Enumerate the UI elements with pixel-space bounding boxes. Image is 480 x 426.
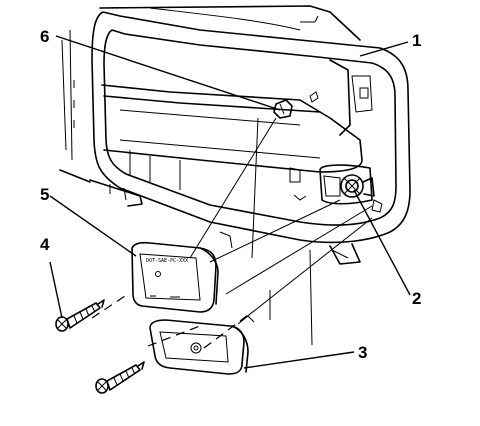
screw-lower (95, 361, 145, 394)
assembly-leaders (189, 117, 373, 346)
retainer-clip (273, 91, 319, 119)
park-turn-lamp (149, 315, 255, 375)
callout-leaders (49, 35, 411, 369)
lamp-fine-print: DOT-SAE-PC-XXX (146, 258, 188, 264)
callout-4: 4 (40, 235, 50, 254)
hood-outline (59, 5, 361, 183)
callout-3: 3 (358, 343, 367, 362)
lamp-socket-housing (319, 164, 373, 205)
bulb-socket (340, 174, 383, 213)
callout-1: 1 (412, 31, 421, 50)
side-marker-lamp: DOT-SAE-PC-XXX (131, 241, 219, 313)
callout-6: 6 (40, 27, 49, 46)
explode-lines (91, 293, 253, 349)
callout-5: 5 (40, 185, 49, 204)
callout-2: 2 (412, 289, 421, 308)
